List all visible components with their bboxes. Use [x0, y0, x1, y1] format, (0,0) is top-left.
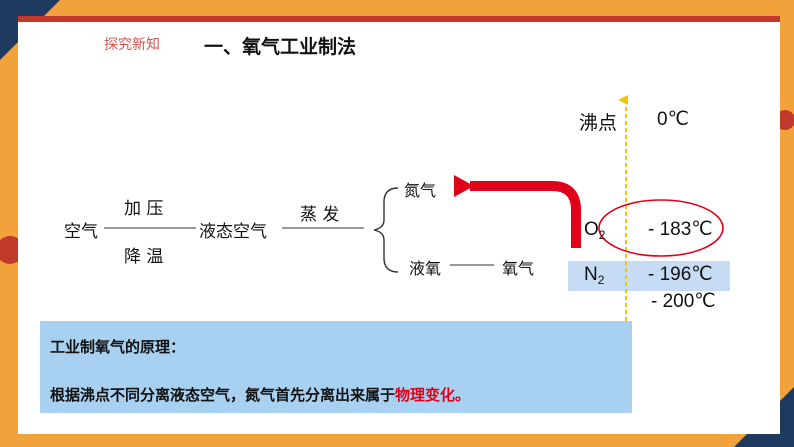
page-title: 一、氧气工业制法 — [204, 36, 357, 58]
bottom-temperature-label: - 200℃ — [651, 291, 716, 312]
o2-formula: O2 — [584, 219, 605, 242]
label-air: 空气 — [64, 222, 98, 242]
decor-circle — [0, 236, 24, 264]
n2-boiling-point: - 196℃ — [648, 264, 713, 285]
n2-highlight-band — [568, 261, 730, 291]
label-liquid-oxygen: 液氧 — [409, 259, 442, 278]
o2-subscript: 2 — [598, 228, 606, 242]
boiling-point-label: 沸点 — [579, 113, 618, 134]
slide-top-bar — [18, 16, 780, 22]
o2-highlight-ellipse — [598, 199, 724, 257]
label-liquid-air: 液态空气 — [199, 222, 267, 242]
principle-text: 根据沸点不同分离液态空气，氮气首先分离出来属于 — [50, 386, 396, 404]
label-evaporate: 蒸 发 — [300, 205, 340, 225]
label-pressurize: 加 压 — [124, 199, 164, 219]
nitrogen-release-arrow — [454, 175, 581, 248]
slide-panel: 探究新知 一、氧气工业制法 工业制氧气的原理： 根据沸点不同分离液态空气，氮气首… — [18, 16, 780, 434]
split-brace — [373, 187, 399, 273]
principle-highlight: 物理变化。 — [395, 386, 471, 404]
label-cool: 降 温 — [124, 247, 164, 267]
label-nitrogen: 氮气 — [404, 181, 437, 200]
o2-symbol: O — [584, 219, 599, 240]
n2-symbol: N — [584, 264, 598, 285]
n2-formula: N2 — [584, 264, 604, 287]
label-oxygen-gas: 氧气 — [502, 259, 535, 278]
principle-box: 工业制氧气的原理： 根据沸点不同分离液态空气，氮气首先分离出来属于物理变化。 — [40, 321, 632, 413]
diagram-lines — [104, 95, 724, 321]
zero-degree-label: 0℃ — [657, 109, 689, 130]
principle-title: 工业制氧气的原理： — [50, 338, 186, 356]
o2-boiling-point: - 183℃ — [648, 219, 713, 240]
section-tag: 探究新知 — [104, 37, 160, 53]
principle-body: 根据沸点不同分离液态空气，氮气首先分离出来属于物理变化。 — [50, 384, 470, 405]
n2-subscript: 2 — [597, 273, 605, 287]
